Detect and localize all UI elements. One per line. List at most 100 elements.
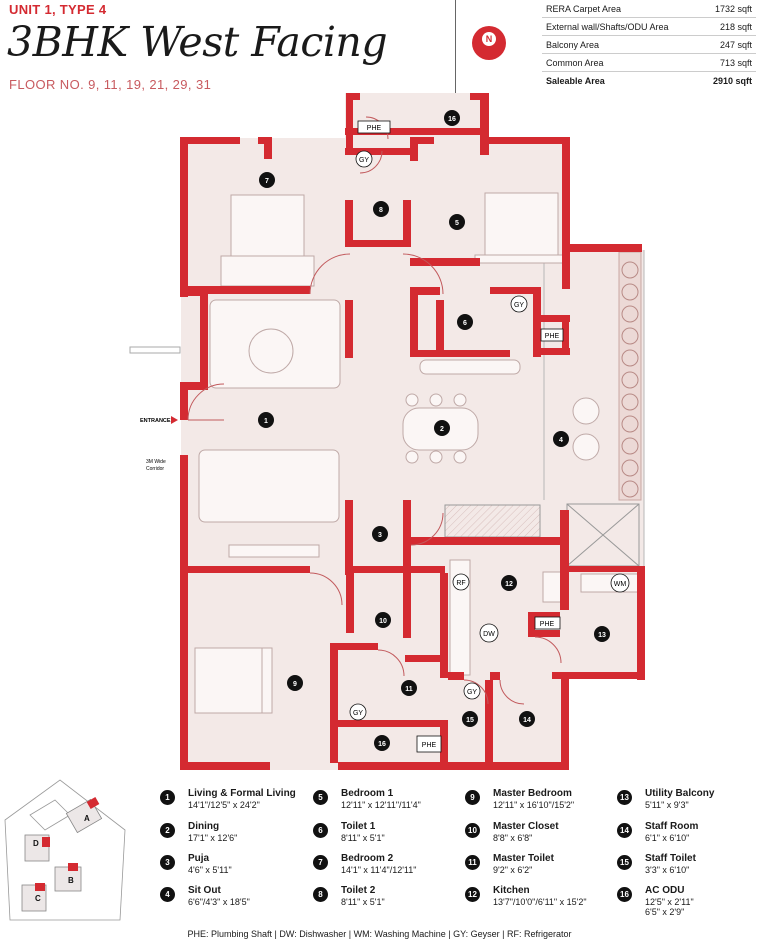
room-marker xyxy=(444,110,460,126)
legend-name: Dining xyxy=(188,821,220,832)
planter xyxy=(543,250,645,580)
refrigerator-tag-label: RF xyxy=(456,580,465,587)
washing-machine-tag xyxy=(610,573,630,593)
phe-tag xyxy=(416,735,442,753)
room-marker xyxy=(594,626,610,642)
legend-size: 8'11" x 5'1" xyxy=(341,833,385,843)
legend-number: 4 xyxy=(160,887,175,902)
phe-tag xyxy=(540,328,564,342)
room-marker-label: 13 xyxy=(598,632,606,639)
legend-name: Living & Formal Living xyxy=(188,788,296,799)
legend-number: 13 xyxy=(617,790,632,805)
area-value: 713 sqft xyxy=(699,53,756,72)
external-railing xyxy=(129,346,181,354)
room-marker-label: 15 xyxy=(466,717,474,724)
dishwasher-tag xyxy=(479,623,499,643)
legend-number: 10 xyxy=(465,823,480,838)
room-marker-label: 1 xyxy=(264,418,268,425)
room-marker-label: 3 xyxy=(378,532,382,539)
room-marker xyxy=(259,172,275,188)
room-marker-label: 4 xyxy=(559,437,563,444)
header-divider xyxy=(455,0,456,96)
legend-name: Staff Room xyxy=(645,821,699,832)
legend-name: Toilet 2 xyxy=(341,885,376,896)
legend-size: 14'1"/12'5" x 24'2" xyxy=(188,800,260,810)
floor-numbers: FLOOR NO. 9, 11, 19, 21, 29, 31 xyxy=(9,77,212,92)
room-marker-label: 7 xyxy=(265,178,269,185)
key-plan-label: B xyxy=(68,876,74,885)
area-label: Saleable Area xyxy=(546,75,605,86)
room-marker-label: 2 xyxy=(440,426,444,433)
corridor-label: 3M Wide xyxy=(146,459,166,465)
key-plan-label: C xyxy=(35,894,41,903)
phe-tag xyxy=(534,616,561,630)
room-marker-label: 16 xyxy=(378,741,386,748)
furniture xyxy=(194,192,640,714)
geyser-tag-label: GY xyxy=(353,710,363,717)
room-marker xyxy=(258,412,274,428)
room-marker-label: 8 xyxy=(379,207,383,214)
legend-size: 8'11" x 5'1" xyxy=(341,897,385,907)
phe-tag-label: PHE xyxy=(545,333,560,340)
legend-number: 7 xyxy=(313,855,328,870)
area-label: Balcony Area xyxy=(542,35,700,54)
legend-name: Staff Toilet xyxy=(645,853,696,864)
room-marker-label: 12 xyxy=(505,581,513,588)
key-plan-label: A xyxy=(84,814,90,823)
room-marker-label: 14 xyxy=(523,717,531,724)
room-marker-label: 6 xyxy=(463,320,467,327)
room-marker-label: 10 xyxy=(379,618,387,625)
unit-label: UNIT 1, TYPE 4 xyxy=(9,2,107,17)
legend-size: 5'11" x 9'3" xyxy=(645,800,689,810)
abbreviations-footer: PHE: Plumbing Shaft | DW: Dishwasher | W… xyxy=(187,929,572,939)
legend-number: 12 xyxy=(465,887,480,902)
room-marker xyxy=(462,711,478,727)
legend-number: 8 xyxy=(313,887,328,902)
room-marker-label: 5 xyxy=(455,220,459,227)
area-value: 1732 sqft xyxy=(699,0,756,18)
compass-label: N xyxy=(482,32,496,46)
legend-name: Puja xyxy=(188,853,210,864)
legend-name: Utility Balcony xyxy=(645,788,715,799)
geyser-tag xyxy=(355,150,373,168)
legend-name: AC ODU xyxy=(645,885,685,896)
geyser-tag-label: GY xyxy=(359,157,369,164)
north-compass-icon: N xyxy=(472,26,506,60)
dishwasher-tag-label: DW xyxy=(483,631,495,638)
legend-name: Sit Out xyxy=(188,885,221,896)
room-marker xyxy=(449,214,465,230)
legend-number: 16 xyxy=(617,887,632,902)
legend-size: 12'5" x 2'11" xyxy=(645,897,694,907)
entrance-label: ENTRANCE xyxy=(140,418,171,424)
room-marker-label: 9 xyxy=(293,681,297,688)
legend-number: 11 xyxy=(465,855,480,870)
legend-size: 4'6" x 5'11" xyxy=(188,865,232,875)
legend-size: 12'11" x 12'11"/11'4" xyxy=(341,800,421,810)
room-marker xyxy=(501,575,517,591)
room-marker xyxy=(373,201,389,217)
legend-size: 6'6"/4'3" x 18'5" xyxy=(188,897,250,907)
geyser-tag-label: GY xyxy=(467,689,477,696)
room-marker xyxy=(375,612,391,628)
legend-name: Kitchen xyxy=(493,885,530,896)
legend-size: 13'7"/10'0"/6'11" x 15'2" xyxy=(493,897,587,907)
legend-size: 14'1" x 11'4"/12'11" xyxy=(341,865,417,875)
legend-number: 3 xyxy=(160,855,175,870)
room-marker xyxy=(401,680,417,696)
legend-name: Bedroom 2 xyxy=(341,853,394,864)
legend-number: 14 xyxy=(617,823,632,838)
legend-name: Toilet 1 xyxy=(341,821,376,832)
page-title: 3BHK West Facing xyxy=(7,18,388,66)
legend-number: 1 xyxy=(160,790,175,805)
phe-tag-label: PHE xyxy=(422,742,437,749)
room-marker-label: 11 xyxy=(405,686,413,693)
legend-number: 15 xyxy=(617,855,632,870)
room-marker xyxy=(457,314,473,330)
area-value: 2910 sqft xyxy=(712,75,752,86)
room-marker xyxy=(374,735,390,751)
legend-number: 5 xyxy=(313,790,328,805)
